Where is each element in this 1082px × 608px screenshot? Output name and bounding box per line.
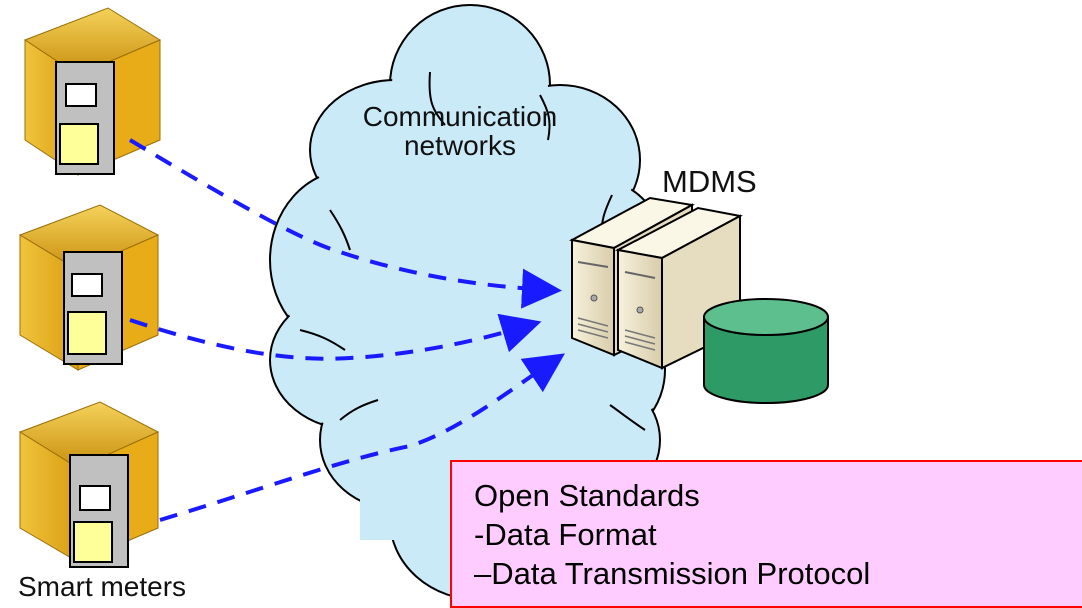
- mdms-label: MDMS: [662, 164, 757, 199]
- data-link-arrow-2: [129, 313, 542, 361]
- house-1: [23, 7, 162, 176]
- smart-meter-1: [55, 61, 115, 175]
- house-2: [18, 204, 160, 371]
- open-standards-title: Open Standards: [474, 478, 700, 513]
- data-link-arrow-3: [159, 353, 565, 522]
- cloud-label: Communication networks: [330, 102, 590, 161]
- smart-meters-label: Smart meters: [18, 571, 187, 602]
- smart-meter-2: [63, 251, 123, 365]
- data-link-arrow-1: [128, 138, 562, 309]
- database-icon: [703, 298, 829, 404]
- open-standards-item-1: -Data Format: [474, 517, 657, 552]
- smart-meter-3: [69, 454, 129, 568]
- cloud-label-line-1: Communication: [362, 101, 558, 132]
- house-3: [18, 401, 160, 568]
- cloud-label-line-2: networks: [403, 130, 517, 162]
- open-standards-box: Open Standards -Data Format –Data Transm…: [450, 460, 1082, 608]
- open-standards-item-2: –Data Transmission Protocol: [474, 556, 871, 591]
